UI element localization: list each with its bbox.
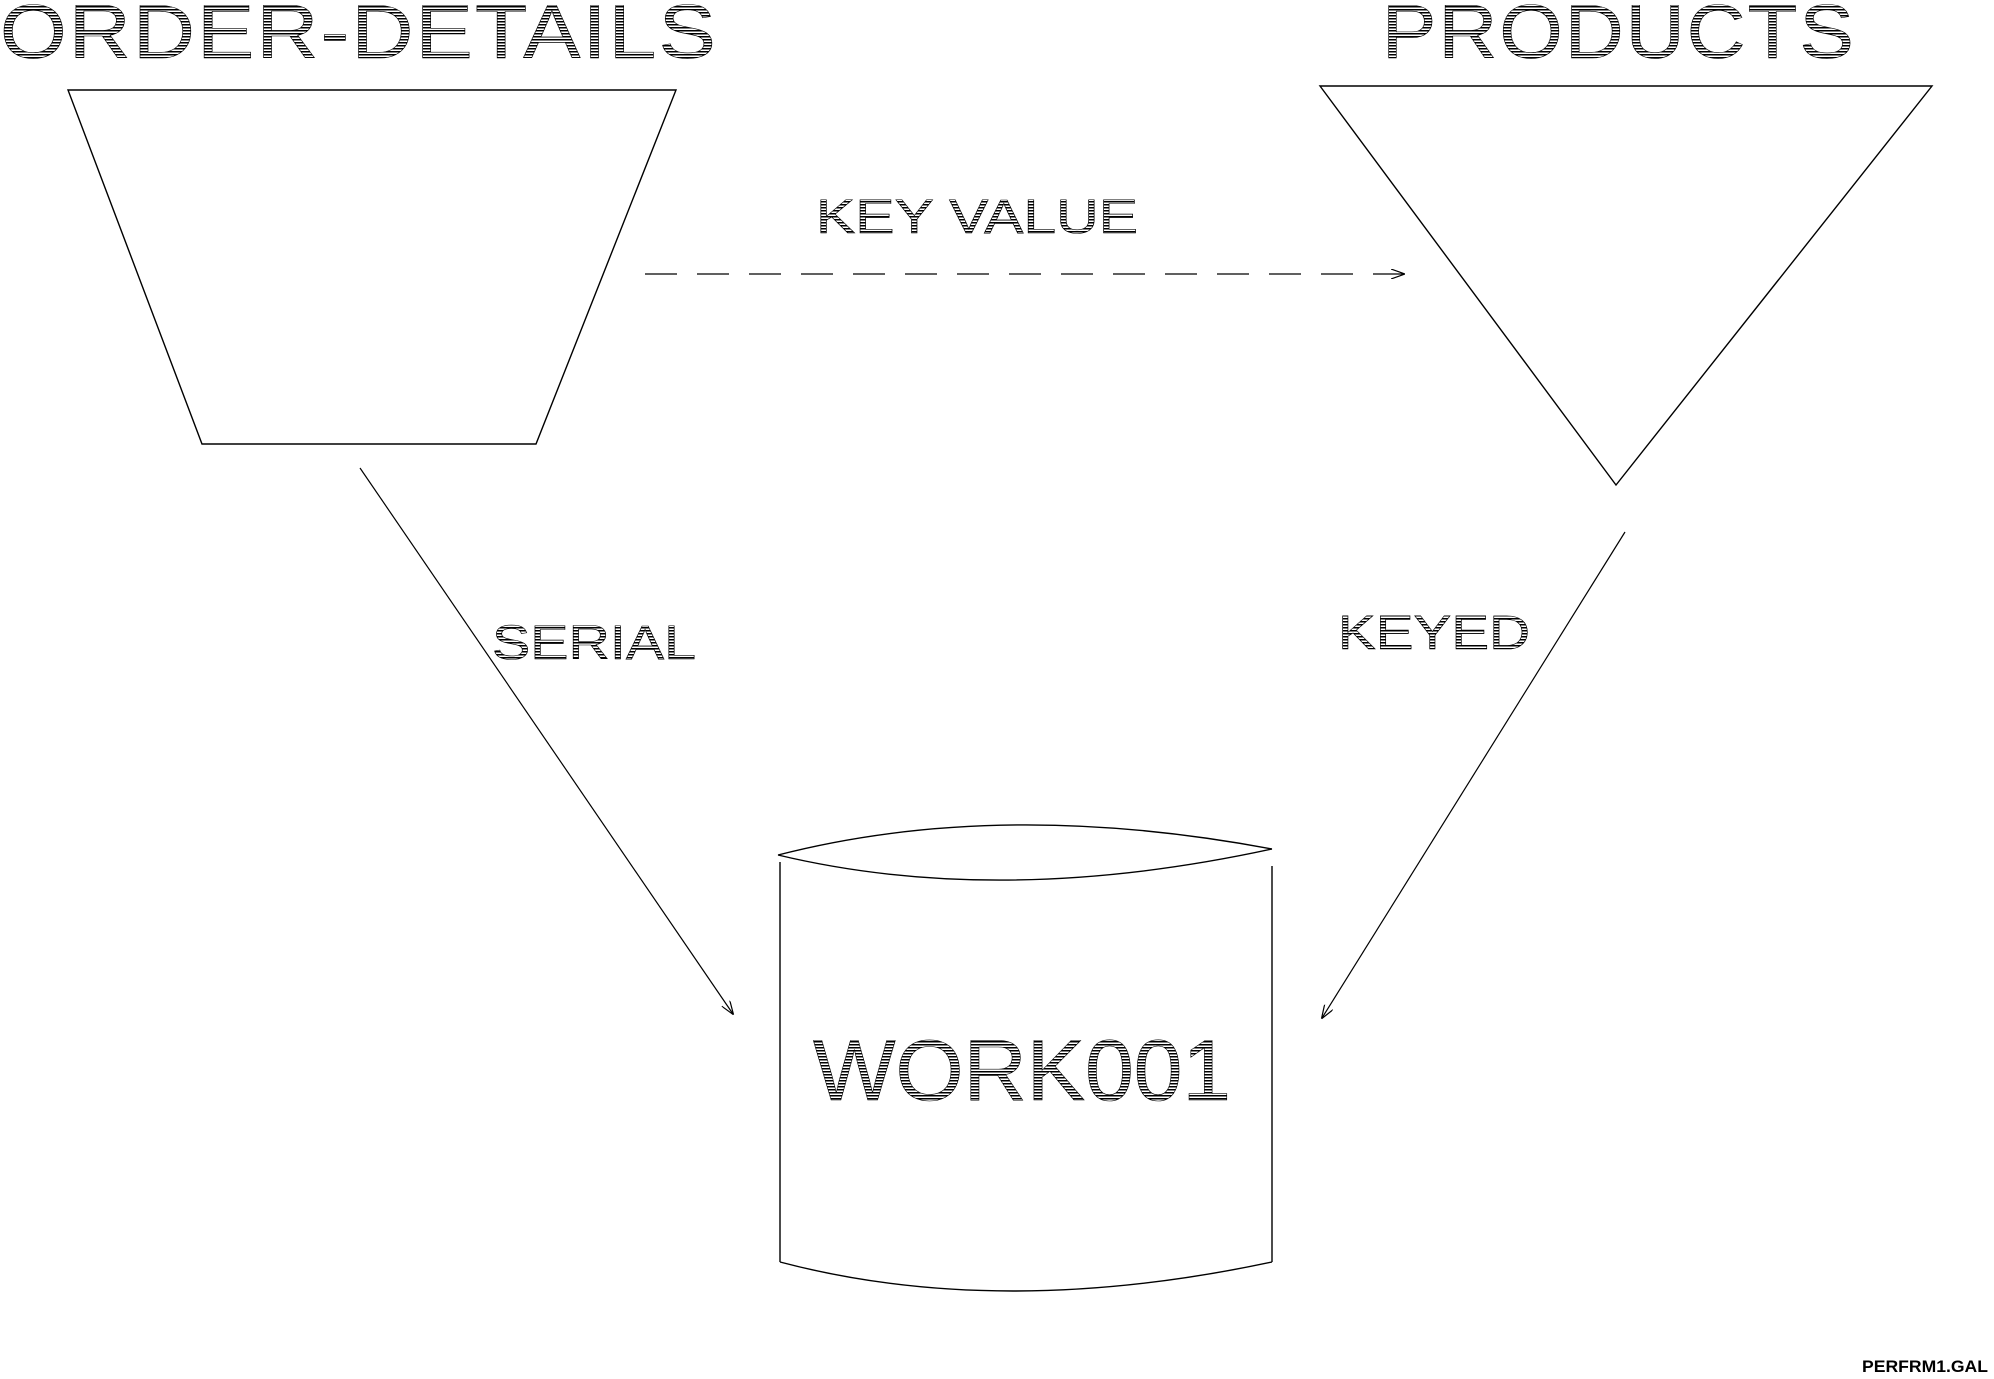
work-file-drum [777,824,1273,1292]
serial-arrow [359,467,733,1014]
footer-filename: PERFRM1.GAL [1862,1357,1988,1376]
node-title-work: WORK001 [813,1023,1231,1119]
node-title-products: PRODUCTS [1382,0,1856,75]
edge-label-keyed: KEYED [1338,607,1530,660]
order-details-file-shape [66,89,678,445]
edge-label-key-value: KEY VALUE [816,191,1138,244]
products-file-shape [1318,85,1934,487]
edge-label-serial: SERIAL [492,617,696,670]
node-title-order-details: ORDER-DETAILS [0,0,718,75]
keyed-arrow [1322,531,1626,1018]
